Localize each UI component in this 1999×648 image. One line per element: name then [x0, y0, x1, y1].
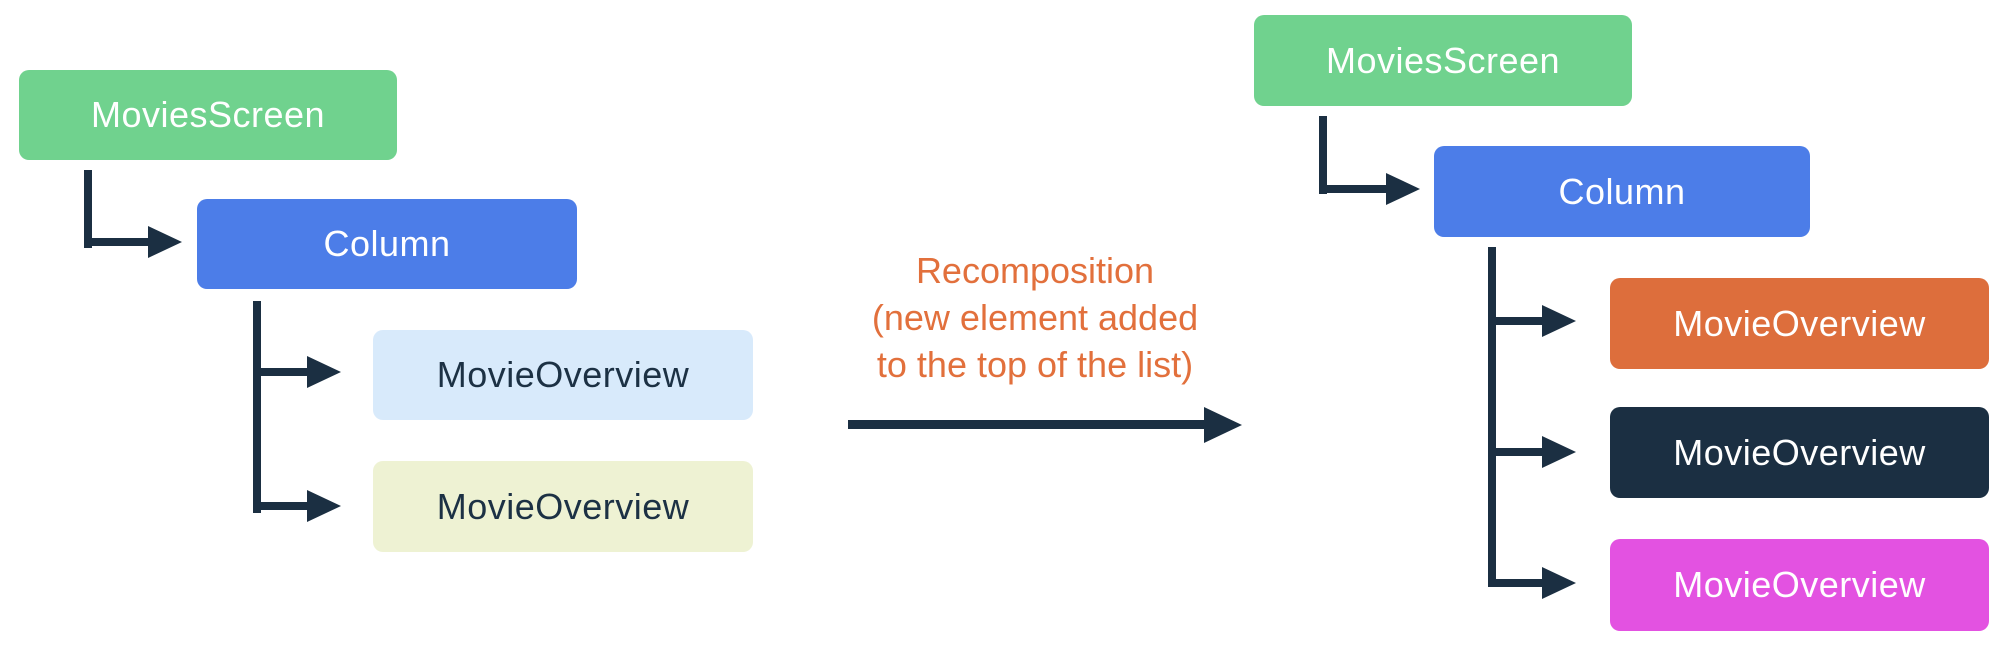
after-column-node: Column: [1434, 146, 1810, 237]
after-child2-connector-horizontal: [1488, 448, 1542, 456]
arrowhead-icon: [1542, 567, 1576, 599]
after-column-label: Column: [1558, 170, 1686, 212]
transition-arrow-shaft: [848, 420, 1204, 429]
arrowhead-icon: [1386, 173, 1420, 205]
arrowhead-icon: [1204, 407, 1242, 443]
before-root-connector-vertical: [84, 170, 92, 248]
recomposition-caption-line3: to the top of the list): [876, 344, 1194, 385]
after-moviesscreen-node: MoviesScreen: [1254, 15, 1632, 106]
arrowhead-icon: [307, 356, 341, 388]
before-child2-connector-horizontal: [253, 502, 307, 510]
before-movieoverview-label-1: MovieOverview: [436, 354, 690, 395]
arrowhead-icon: [1542, 305, 1576, 337]
after-movieoverview-node-3: MovieOverview: [1610, 539, 1989, 631]
after-moviesscreen-label: MoviesScreen: [1325, 39, 1561, 81]
before-movieoverview-label-2: MovieOverview: [436, 485, 690, 527]
arrowhead-icon: [1542, 436, 1576, 468]
after-movieoverview-label-2: MovieOverview: [1673, 431, 1926, 473]
recomposition-caption: Recomposition (new element added to the …: [810, 247, 1260, 388]
after-movieoverview-node-2: MovieOverview: [1610, 407, 1989, 498]
after-root-connector-horizontal: [1319, 185, 1386, 193]
before-moviesscreen-node: MoviesScreen: [19, 70, 397, 160]
after-column-connector-vertical: [1488, 247, 1496, 587]
arrowhead-icon: [307, 490, 341, 522]
after-movieoverview-label-1: MovieOverview: [1673, 302, 1926, 344]
after-root-connector-vertical: [1319, 116, 1327, 194]
before-column-connector-vertical: [253, 301, 261, 513]
before-column-node: Column: [197, 199, 577, 289]
before-child1-connector-horizontal: [253, 368, 307, 376]
recomposition-caption-line1: Recomposition: [915, 250, 1155, 291]
before-moviesscreen-label: MoviesScreen: [90, 94, 326, 135]
after-child3-connector-horizontal: [1488, 579, 1542, 587]
before-movieoverview-node-1: MovieOverview: [373, 330, 753, 420]
after-child1-connector-horizontal: [1488, 317, 1542, 325]
after-movieoverview-label-3: MovieOverview: [1673, 564, 1926, 605]
before-movieoverview-node-2: MovieOverview: [373, 461, 753, 552]
before-column-label: Column: [323, 223, 451, 264]
after-movieoverview-node-1: MovieOverview: [1610, 278, 1989, 369]
arrowhead-icon: [148, 226, 182, 258]
before-root-connector-horizontal: [84, 238, 148, 246]
recomposition-caption-line2: (new element added: [871, 297, 1199, 338]
